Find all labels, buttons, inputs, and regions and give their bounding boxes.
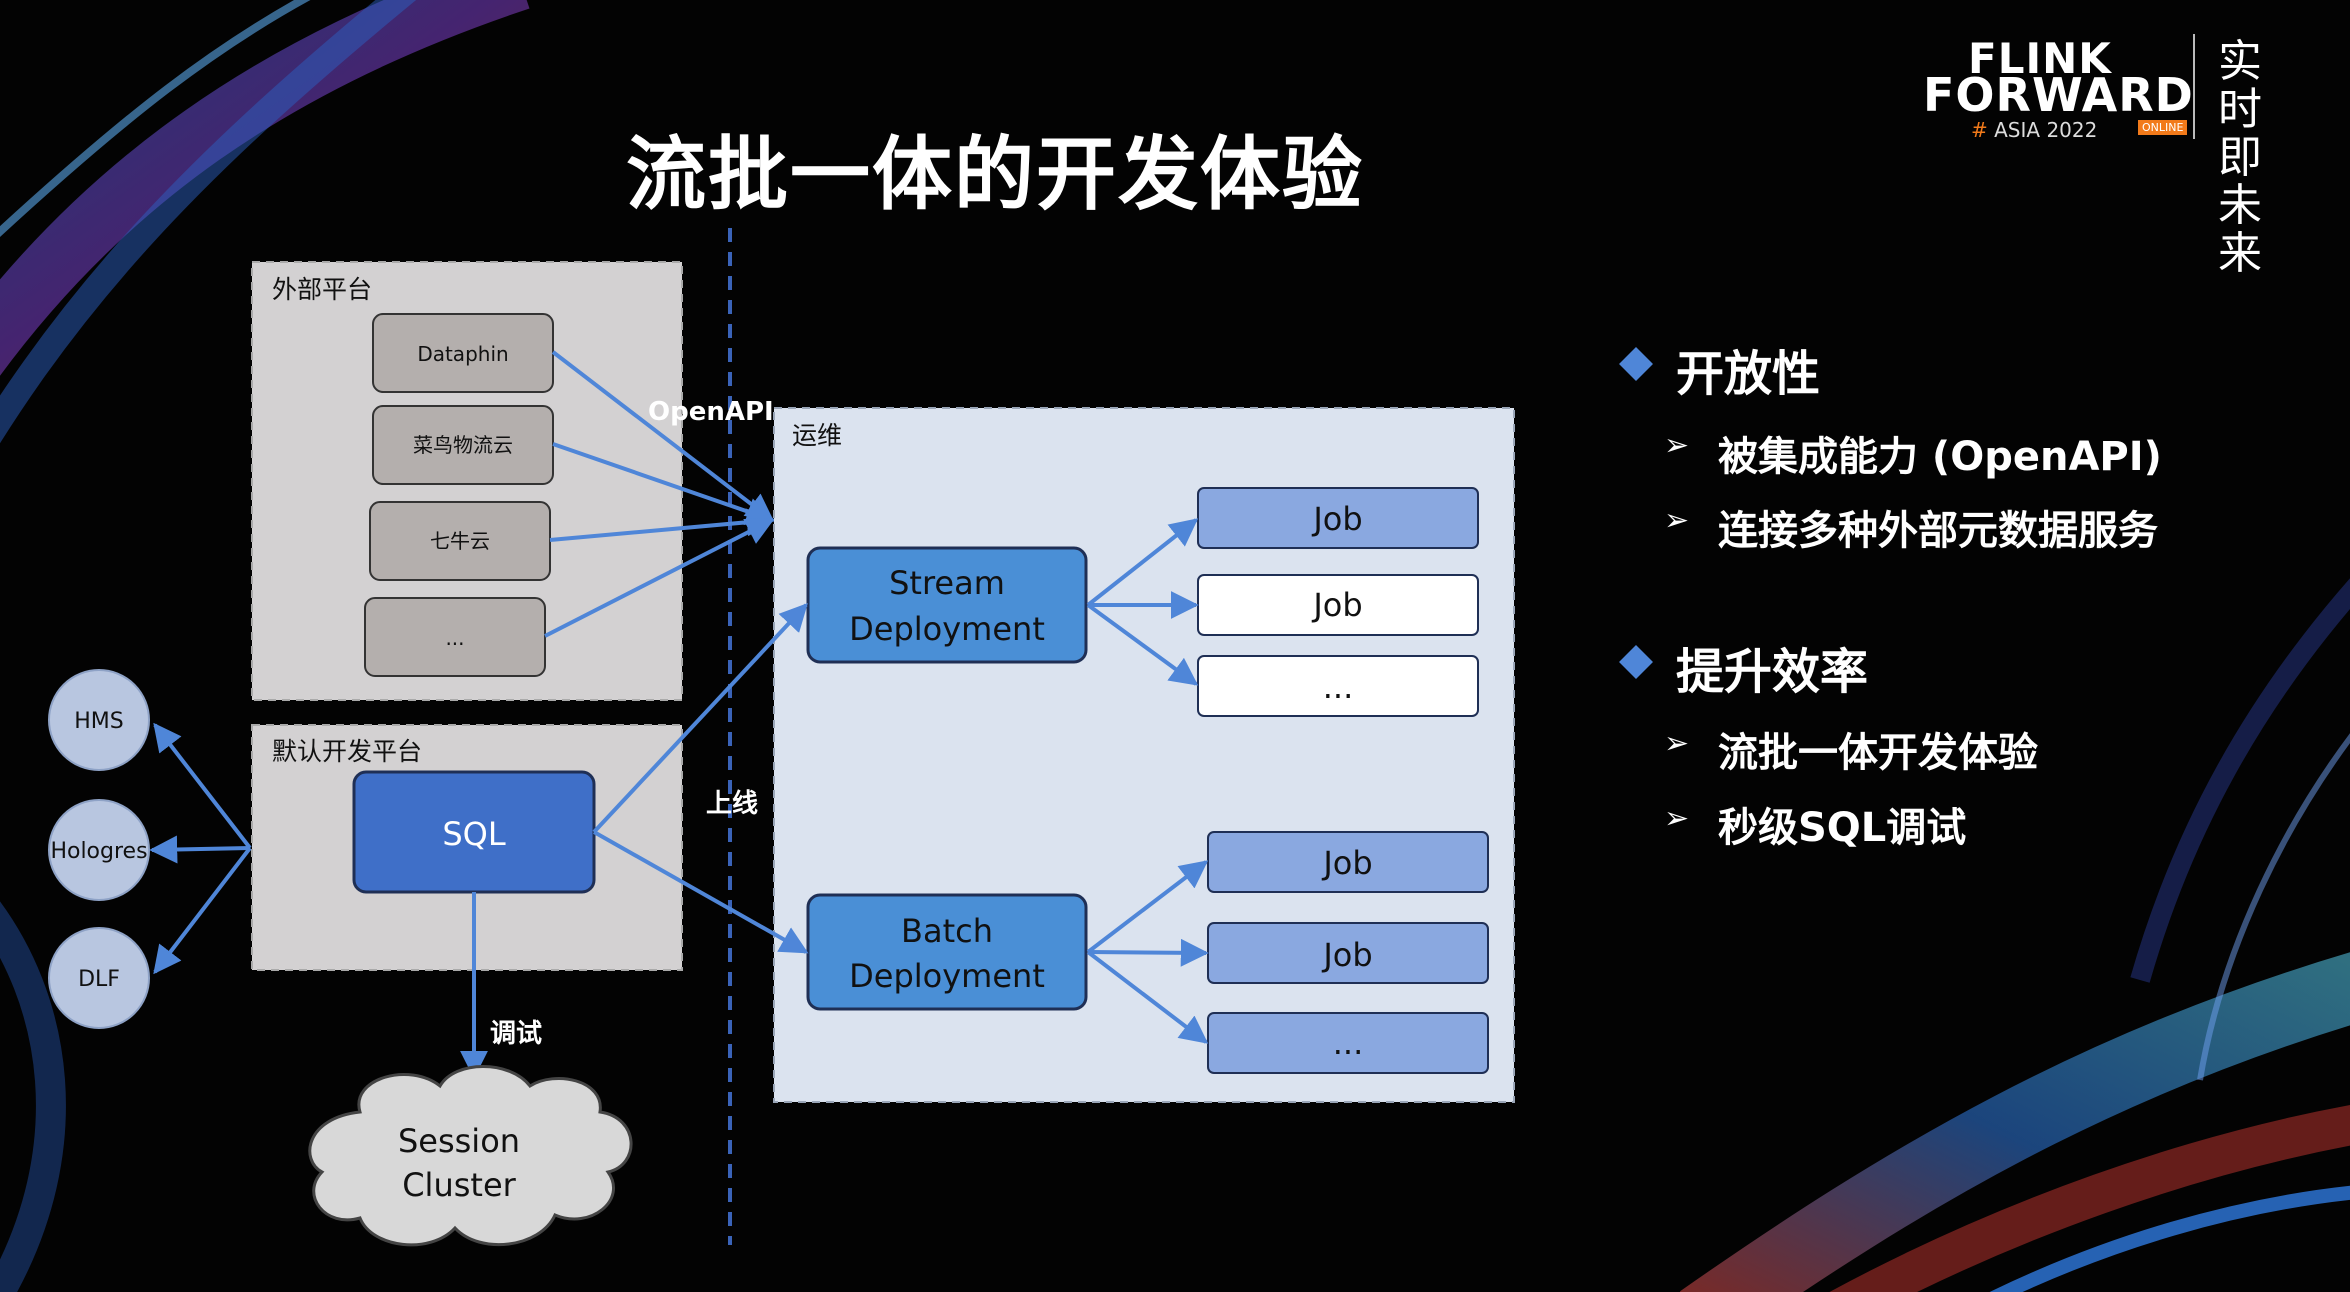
bullet-item-sql-debug: 秒级SQL调试 [1718,805,1967,851]
batch-job-more-label: ... [1333,1024,1364,1062]
arrow-batch-job2 [1087,938,1209,967]
logo-asia: # ASIA 2022 [1971,118,2098,142]
flink-forward-logo: FLINK FORWARD # ASIA 2022 ONLINE 实时即未来 [1918,26,2298,278]
arrow-cainiao-openapi [552,442,775,525]
external-item-more-label: ... [445,626,464,650]
bullet-arrow-icon: ➢ [1664,428,1690,463]
stream-job-more [1197,655,1479,717]
debug-label: 调试 [490,1019,542,1049]
arrow-to-dlf [153,846,252,975]
metastore-hms-label: HMS [74,709,124,734]
arrow-batch-job1 [1086,860,1209,954]
external-platform-label: 外部平台 [272,275,372,304]
ops-label: 运维 [792,421,842,450]
bullet-item-openapi: 被集成能力 (OpenAPI) [1718,434,2162,480]
arrow-more-openapi [544,518,775,638]
session-cluster-line1: Session [398,1122,520,1160]
arrow-sql-stream [592,602,808,834]
bullet-arrow-icon: ➢ [1664,503,1690,538]
session-cluster-cloud [308,1065,633,1247]
batch-deployment-line1: Batch [901,912,993,950]
stream-job-1-label: Job [1311,500,1362,538]
logo-forward: FORWARD [1923,68,2194,122]
batch-job-1-label: Job [1321,844,1372,882]
arrow-stream-job-more [1086,603,1199,686]
external-item-cainiao-label: 菜鸟物流云 [413,433,513,457]
arrow-qiniu-openapi [549,508,775,542]
batch-deployment-line2: Deployment [849,957,1045,995]
metastore-dlf-label: DLF [78,967,120,992]
metastore-hologres-label: Hologres [50,839,147,864]
sql-node-label: SQL [442,815,506,853]
bullet-item-unified: 流批一体开发体验 [1718,730,2038,776]
logo-online-badge: ONLINE [2138,120,2188,135]
arrow-to-hologres [149,835,251,864]
bullet-arrow-icon: ➢ [1664,801,1690,836]
stream-deployment-node [806,546,1088,664]
external-item-qiniu [369,501,551,581]
stream-job-1 [1197,487,1479,549]
metastore-hologres [48,799,150,901]
stream-deployment-line1: Stream [889,564,1005,602]
arrow-to-hms [153,722,252,850]
metastore-dlf [48,927,150,1029]
stream-job-more-label: ... [1323,668,1354,706]
external-item-qiniu-label: 七牛云 [430,529,490,553]
arrow-dataphin-openapi [551,350,775,522]
online-label: 上线 [706,789,758,819]
default-platform-label: 默认开发平台 [272,737,422,766]
logo-slogan: 实时即未来 [2218,36,2262,279]
session-cluster-line2: Cluster [402,1166,516,1204]
external-item-more [364,597,546,677]
logo-flink: FLINK [1968,34,2112,83]
stream-job-2-label: Job [1311,586,1362,624]
slide-title: 流批一体的开发体验 [626,128,1364,221]
bullet-item-metadata: 连接多种外部元数据服务 [1718,508,2158,554]
logo-divider [2193,34,2195,139]
bullet-heading-efficiency: 提升效率 [1676,644,1869,700]
external-item-dataphin-label: Dataphin [417,342,508,366]
arrow-stream-job1 [1086,518,1199,607]
stream-deployment-line2: Deployment [849,610,1045,648]
batch-job-2-label: Job [1321,936,1372,974]
openapi-label: OpenAPI [648,397,774,427]
bullet-heading-openness: 开放性 [1676,346,1821,402]
arrow-batch-job-more [1086,950,1209,1044]
bullet-arrow-icon: ➢ [1664,726,1690,761]
arrow-sql-batch [593,830,809,954]
metastore-hms [48,669,150,771]
